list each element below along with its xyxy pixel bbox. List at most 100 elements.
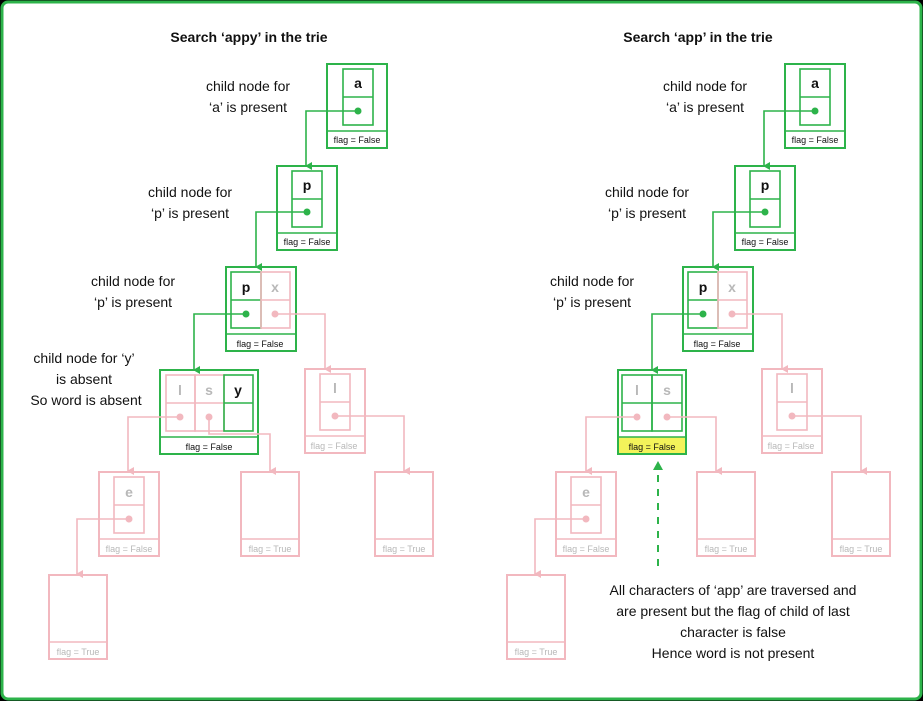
node-flag: flag = False (106, 544, 153, 554)
left-node-root: a flag = False (326, 63, 388, 149)
svg-text:child node for: child node for (550, 273, 634, 289)
node-char-s: s (205, 382, 213, 398)
svg-text:character is false: character is false (680, 624, 786, 640)
right-leaf-l: flag = True (831, 471, 891, 557)
right-edge-s-to-leaf (667, 416, 722, 475)
node-flag: flag = True (249, 544, 292, 554)
left-node-x-child: l flag = False (304, 368, 366, 454)
node-flag: flag = True (57, 647, 100, 657)
node-char-l: l (178, 382, 182, 398)
node-char: l (333, 380, 337, 396)
right-note-p2: child node for ‘p’ is present (550, 273, 634, 310)
left-title: Search ‘appy’ in the trie (170, 29, 327, 45)
node-char: e (125, 484, 133, 500)
right-node-p1: p flag = False (734, 165, 796, 251)
right-node-x-child: l flag = False (761, 368, 823, 454)
svg-text:All characters of ‘app’ are tr: All characters of ‘app’ are traversed an… (610, 582, 857, 598)
left-edge-l-to-e (127, 416, 180, 475)
node-char: a (354, 75, 362, 91)
left-node-e: e flag = False (98, 471, 160, 557)
left-edge-l-to-leaf (335, 415, 410, 475)
node-char: l (790, 380, 794, 396)
left-node-p2: p x flag = False (225, 266, 297, 352)
right-panel: Search ‘app’ in the trie child node for … (506, 29, 891, 661)
node-flag: flag = True (383, 544, 426, 554)
node-flag: flag = True (705, 544, 748, 554)
right-edge-a-to-p (763, 110, 815, 170)
left-edge-p-to-p (255, 211, 307, 271)
node-char: p (303, 177, 312, 193)
node-flag: flag = False (237, 339, 284, 349)
svg-text:is absent: is absent (56, 371, 112, 387)
right-title: Search ‘app’ in the trie (623, 29, 773, 45)
right-node-p2: p x flag = False (682, 266, 754, 352)
node-flag: flag = False (629, 442, 676, 452)
node-char-l: l (635, 382, 639, 398)
node-char-p: p (242, 279, 251, 295)
right-node-ls: l s flag = False (617, 369, 687, 455)
node-flag: flag = True (515, 647, 558, 657)
svg-text:child node for: child node for (91, 273, 175, 289)
right-edge-x-to-l (732, 313, 788, 373)
right-note-a: child node for ‘a’ is present (663, 78, 747, 115)
left-node-p1: p flag = False (276, 165, 338, 251)
left-note-y: child node for ‘y’ is absent So word is … (30, 350, 141, 408)
node-flag: flag = False (284, 237, 331, 247)
svg-text:‘a’ is present: ‘a’ is present (666, 99, 744, 115)
right-edge-l-to-e (585, 416, 637, 475)
svg-text:child node for: child node for (148, 184, 232, 200)
right-edge-p-to-p (712, 211, 765, 271)
conclusion-arrowhead (653, 461, 663, 470)
node-flag: flag = False (792, 135, 839, 145)
node-flag: flag = False (334, 135, 381, 145)
right-node-root: a flag = False (784, 63, 846, 149)
right-conclusion: All characters of ‘app’ are traversed an… (610, 582, 857, 661)
left-leaf-l: flag = True (374, 471, 434, 557)
right-edge-e-to-leaf (534, 518, 586, 578)
flag-highlight (619, 437, 685, 453)
left-node-lsy: l s y flag = False (159, 369, 259, 455)
right-note-p1: child node for ‘p’ is present (605, 184, 689, 221)
svg-text:‘p’ is present: ‘p’ is present (608, 205, 686, 221)
node-char-x: x (271, 279, 279, 295)
left-note-p2: child node for ‘p’ is present (91, 273, 175, 310)
node-char: e (582, 484, 590, 500)
node-char-s: s (663, 382, 671, 398)
node-char-x: x (728, 279, 736, 295)
node-flag: flag = False (768, 441, 815, 451)
right-edge-p-to-ls (651, 313, 703, 374)
left-edge-x-to-l (275, 313, 331, 373)
left-note-p1: child node for ‘p’ is present (148, 184, 232, 221)
right-edge-l-to-leaf (792, 415, 867, 475)
node-char: a (811, 75, 819, 91)
right-leaf-e: flag = True (506, 574, 566, 660)
left-edge-e-to-leaf (76, 518, 129, 578)
node-flag: flag = True (840, 544, 883, 554)
left-leaf-s: flag = True (240, 471, 300, 557)
svg-text:‘p’ is present: ‘p’ is present (151, 205, 229, 221)
left-panel: Search ‘appy’ in the trie child node for… (30, 29, 434, 660)
svg-text:child node for: child node for (206, 78, 290, 94)
left-edge-s-to-leaf (208, 417, 276, 475)
node-char-y: y (234, 382, 242, 398)
svg-text:‘a’ is present: ‘a’ is present (209, 99, 287, 115)
left-edge-a-to-p (305, 110, 358, 170)
node-flag: flag = False (186, 442, 233, 452)
node-flag: flag = False (694, 339, 741, 349)
node-flag: flag = False (742, 237, 789, 247)
node-char: p (761, 177, 770, 193)
left-edge-p-to-lsy (193, 313, 246, 374)
svg-text:child node for: child node for (663, 78, 747, 94)
node-flag: flag = False (311, 441, 358, 451)
right-leaf-s: flag = True (696, 471, 756, 557)
svg-text:Hence word is not present: Hence word is not present (652, 645, 815, 661)
svg-text:child node for ‘y’: child node for ‘y’ (33, 350, 134, 366)
svg-text:are present but the flag of ch: are present but the flag of child of las… (616, 603, 850, 619)
node-flag: flag = False (563, 544, 610, 554)
svg-text:child node for: child node for (605, 184, 689, 200)
svg-text:‘p’ is present: ‘p’ is present (94, 294, 172, 310)
node-char-p: p (699, 279, 708, 295)
